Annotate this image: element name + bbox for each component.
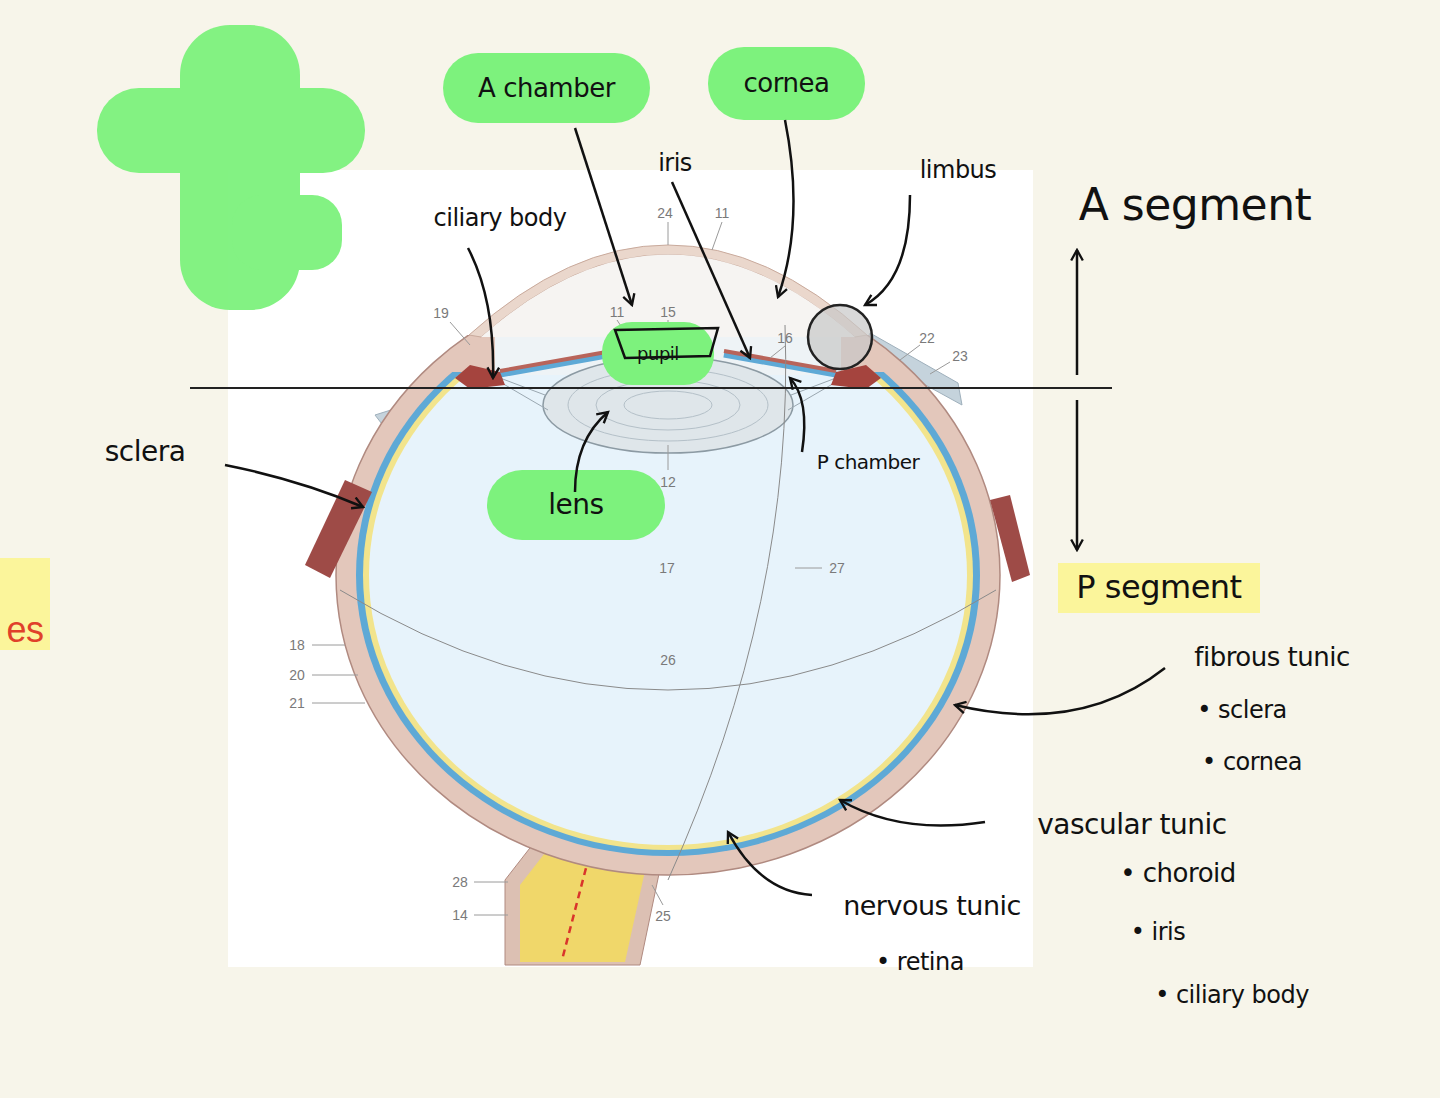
node-text: P segment [1076, 570, 1241, 605]
callout-number: 18 [289, 638, 305, 652]
callout-number: 26 [660, 653, 676, 667]
part-label: • choroid [1120, 860, 1236, 886]
part-label: • retina [876, 950, 964, 974]
part-label: sclera [105, 438, 186, 466]
green-blob [97, 25, 365, 310]
leader-arrow [575, 128, 632, 305]
ciliary-body-shape [455, 365, 505, 389]
equator-line [340, 590, 996, 690]
retina-layer [363, 372, 973, 850]
part-label: • cornea [1202, 750, 1302, 774]
part-label: • iris [1131, 920, 1186, 944]
figure-background [228, 170, 1033, 967]
part-label: A segment [1079, 183, 1312, 227]
callout-number: 15 [660, 305, 676, 319]
leader-arrow [728, 832, 812, 895]
callout-number: 17 [659, 561, 675, 575]
leader-arrows [225, 120, 1165, 895]
callout-number: 24 [657, 206, 673, 220]
part-label: nervous tunic [843, 892, 1021, 919]
leader-arrow [790, 378, 804, 452]
callout-number: 21 [289, 696, 305, 710]
sclera-layer [336, 335, 1000, 875]
part-label: vascular tunic [1037, 811, 1226, 839]
highlight-pill: lens [487, 470, 665, 540]
leader-arrow [778, 120, 794, 297]
part-label: • ciliary body [1155, 983, 1309, 1007]
choroid-layer [356, 372, 980, 856]
blob-part [97, 88, 365, 173]
leader-arrow [225, 465, 363, 507]
lens-ring [596, 380, 740, 430]
callout-number: 12 [660, 475, 676, 489]
segment-divider [190, 387, 1112, 389]
part-label: P chamber [817, 452, 920, 472]
vitreous-body [369, 372, 967, 845]
highlight-band: P segment [1058, 563, 1260, 613]
highlight-pill: pupil [602, 322, 714, 385]
node-text: pupil [637, 344, 679, 364]
callout-number: 25 [655, 909, 671, 923]
ciliary-body-shape [831, 365, 881, 389]
callout-number: 16 [777, 331, 793, 345]
part-label: limbus [920, 158, 997, 182]
limbus-circle [808, 305, 872, 369]
node-text: A chamber [478, 74, 615, 103]
callout-leaders [312, 222, 950, 915]
callout-number: 27 [829, 561, 845, 575]
muscle-shape [305, 480, 372, 578]
muscle-shape [990, 495, 1030, 582]
callout-number: 11 [610, 305, 625, 319]
meridian-line [668, 325, 786, 880]
part-label: fibrous tunic [1194, 644, 1349, 670]
callout-number: 11 [715, 206, 730, 220]
part-label: • sclera [1197, 698, 1287, 722]
node-text: cornea [744, 69, 830, 98]
callout-number: 22 [919, 331, 935, 345]
leader-arrow [865, 195, 910, 305]
leader-arrow [955, 668, 1165, 714]
callout-number: 20 [289, 668, 305, 682]
callout-number: 23 [952, 349, 968, 363]
callout-number: 28 [452, 875, 468, 889]
leader-arrow [840, 800, 985, 826]
highlight-band: es [0, 558, 50, 650]
part-label: ciliary body [434, 206, 567, 230]
highlight-pill: A chamber [443, 53, 650, 123]
segment-arrow [1076, 400, 1079, 550]
node-text: lens [548, 490, 603, 521]
blob-part [232, 195, 342, 270]
callout-number: 19 [433, 306, 449, 320]
part-label: iris [658, 151, 692, 175]
segment-arrow [1076, 250, 1079, 375]
leader-arrow [468, 248, 493, 378]
node-text: es [6, 610, 43, 650]
highlight-pill: cornea [708, 47, 865, 120]
lens-ring [624, 391, 712, 419]
callout-number: 14 [452, 908, 468, 922]
